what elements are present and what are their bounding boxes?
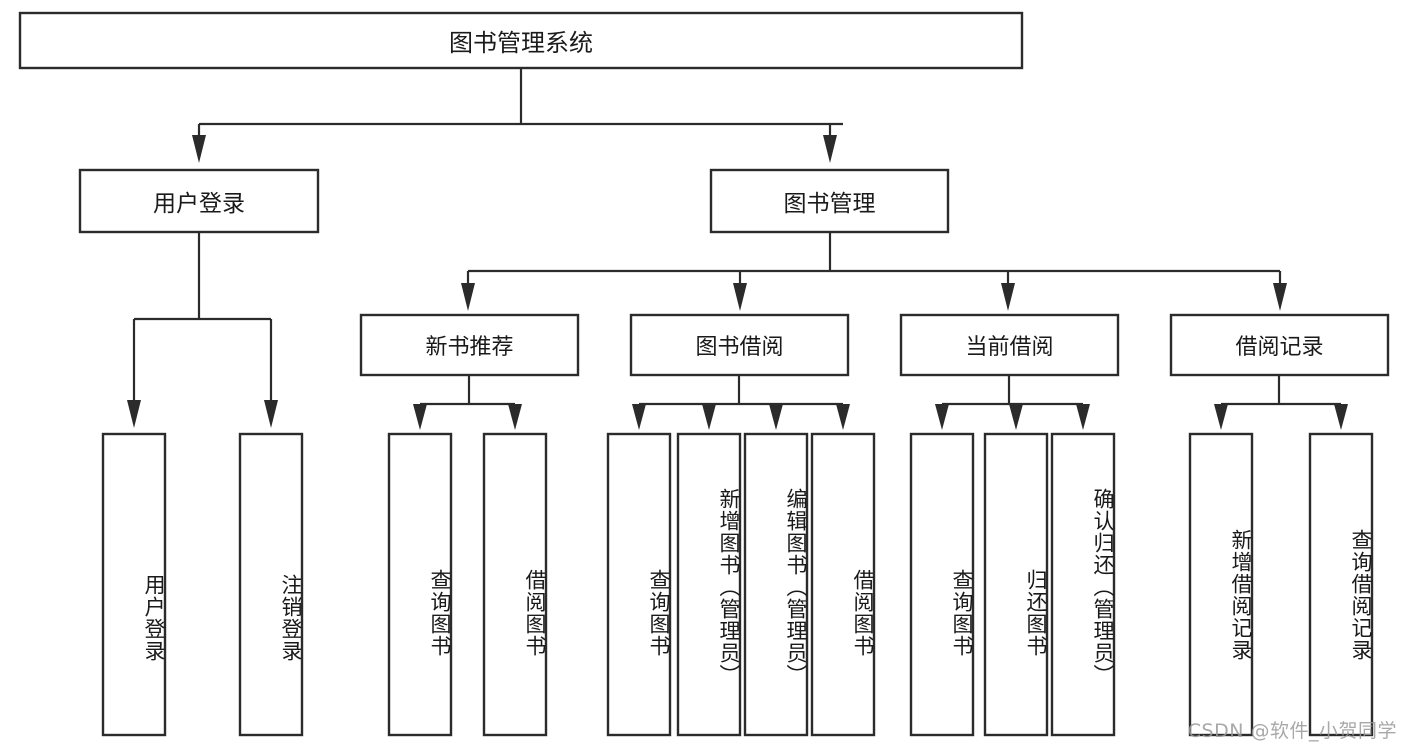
arrow-head-new-book-rec — [461, 283, 475, 311]
connector-group-new-book-rec-to-leaves — [413, 375, 522, 430]
node-box-user-login[interactable] — [78, 168, 320, 234]
node-box-book-manage[interactable] — [709, 168, 950, 234]
connector-group-borrow-record-to-leaves — [1214, 375, 1348, 430]
arrow-head-leaf-query-record — [1334, 404, 1348, 430]
arrow-head-user-login — [192, 135, 206, 163]
connector-group-book-borrow-to-leaves — [632, 375, 850, 430]
node-box-current-borrow[interactable] — [899, 313, 1120, 377]
node-box-root-system[interactable] — [18, 11, 1024, 70]
arrow-head-borrow-record — [1273, 283, 1287, 311]
connector-group-root-to-level2 — [192, 68, 843, 163]
arrow-head-current-borrow — [1001, 283, 1015, 311]
node-box-leaf-add-record[interactable] — [1188, 432, 1254, 737]
arrow-head-leaf-user-logout — [264, 400, 278, 428]
arrow-head-leaf-edit-book — [769, 404, 783, 430]
arrow-head-leaf-confirm-return — [1076, 404, 1090, 430]
node-box-leaf-user-login[interactable] — [101, 432, 167, 737]
node-box-leaf-query-book-2[interactable] — [606, 432, 672, 737]
node-box-borrow-record[interactable] — [1169, 313, 1390, 377]
node-box-new-book-rec[interactable] — [359, 313, 580, 377]
arrow-head-book-manage — [823, 135, 837, 163]
arrow-head-leaf-query-book-3 — [935, 404, 949, 430]
node-box-leaf-add-book[interactable] — [676, 432, 742, 737]
connector-group-book-manage-to-level3 — [461, 232, 1287, 311]
node-box-leaf-borrow-book-1[interactable] — [482, 432, 548, 737]
node-box-leaf-query-book-3[interactable] — [909, 432, 975, 737]
node-box-leaf-borrow-book-2[interactable] — [810, 432, 876, 737]
node-box-leaf-confirm-return[interactable] — [1050, 432, 1116, 737]
arrow-head-leaf-borrow-book-2 — [836, 404, 850, 430]
node-box-leaf-edit-book[interactable] — [743, 432, 809, 737]
arrow-head-leaf-add-book — [702, 404, 716, 430]
node-box-leaf-query-record[interactable] — [1308, 432, 1374, 737]
arrow-head-leaf-add-record — [1214, 404, 1228, 430]
node-box-book-borrow[interactable] — [629, 313, 850, 377]
arrow-head-leaf-query-book-1 — [413, 404, 427, 430]
arrow-head-leaf-user-login — [127, 400, 141, 428]
node-box-leaf-return-book[interactable] — [983, 432, 1049, 737]
arrow-head-leaf-borrow-book-1 — [508, 404, 522, 430]
connector-group-current-borrow-to-leaves — [935, 375, 1090, 430]
node-box-leaf-user-logout[interactable] — [238, 432, 304, 737]
connector-group-user-login-to-leaves — [127, 232, 278, 428]
arrow-head-book-borrow — [733, 283, 747, 311]
arrow-head-leaf-return-book — [1009, 404, 1023, 430]
node-box-leaf-query-book-1[interactable] — [387, 432, 453, 737]
arrow-head-leaf-query-book-2 — [632, 404, 646, 430]
